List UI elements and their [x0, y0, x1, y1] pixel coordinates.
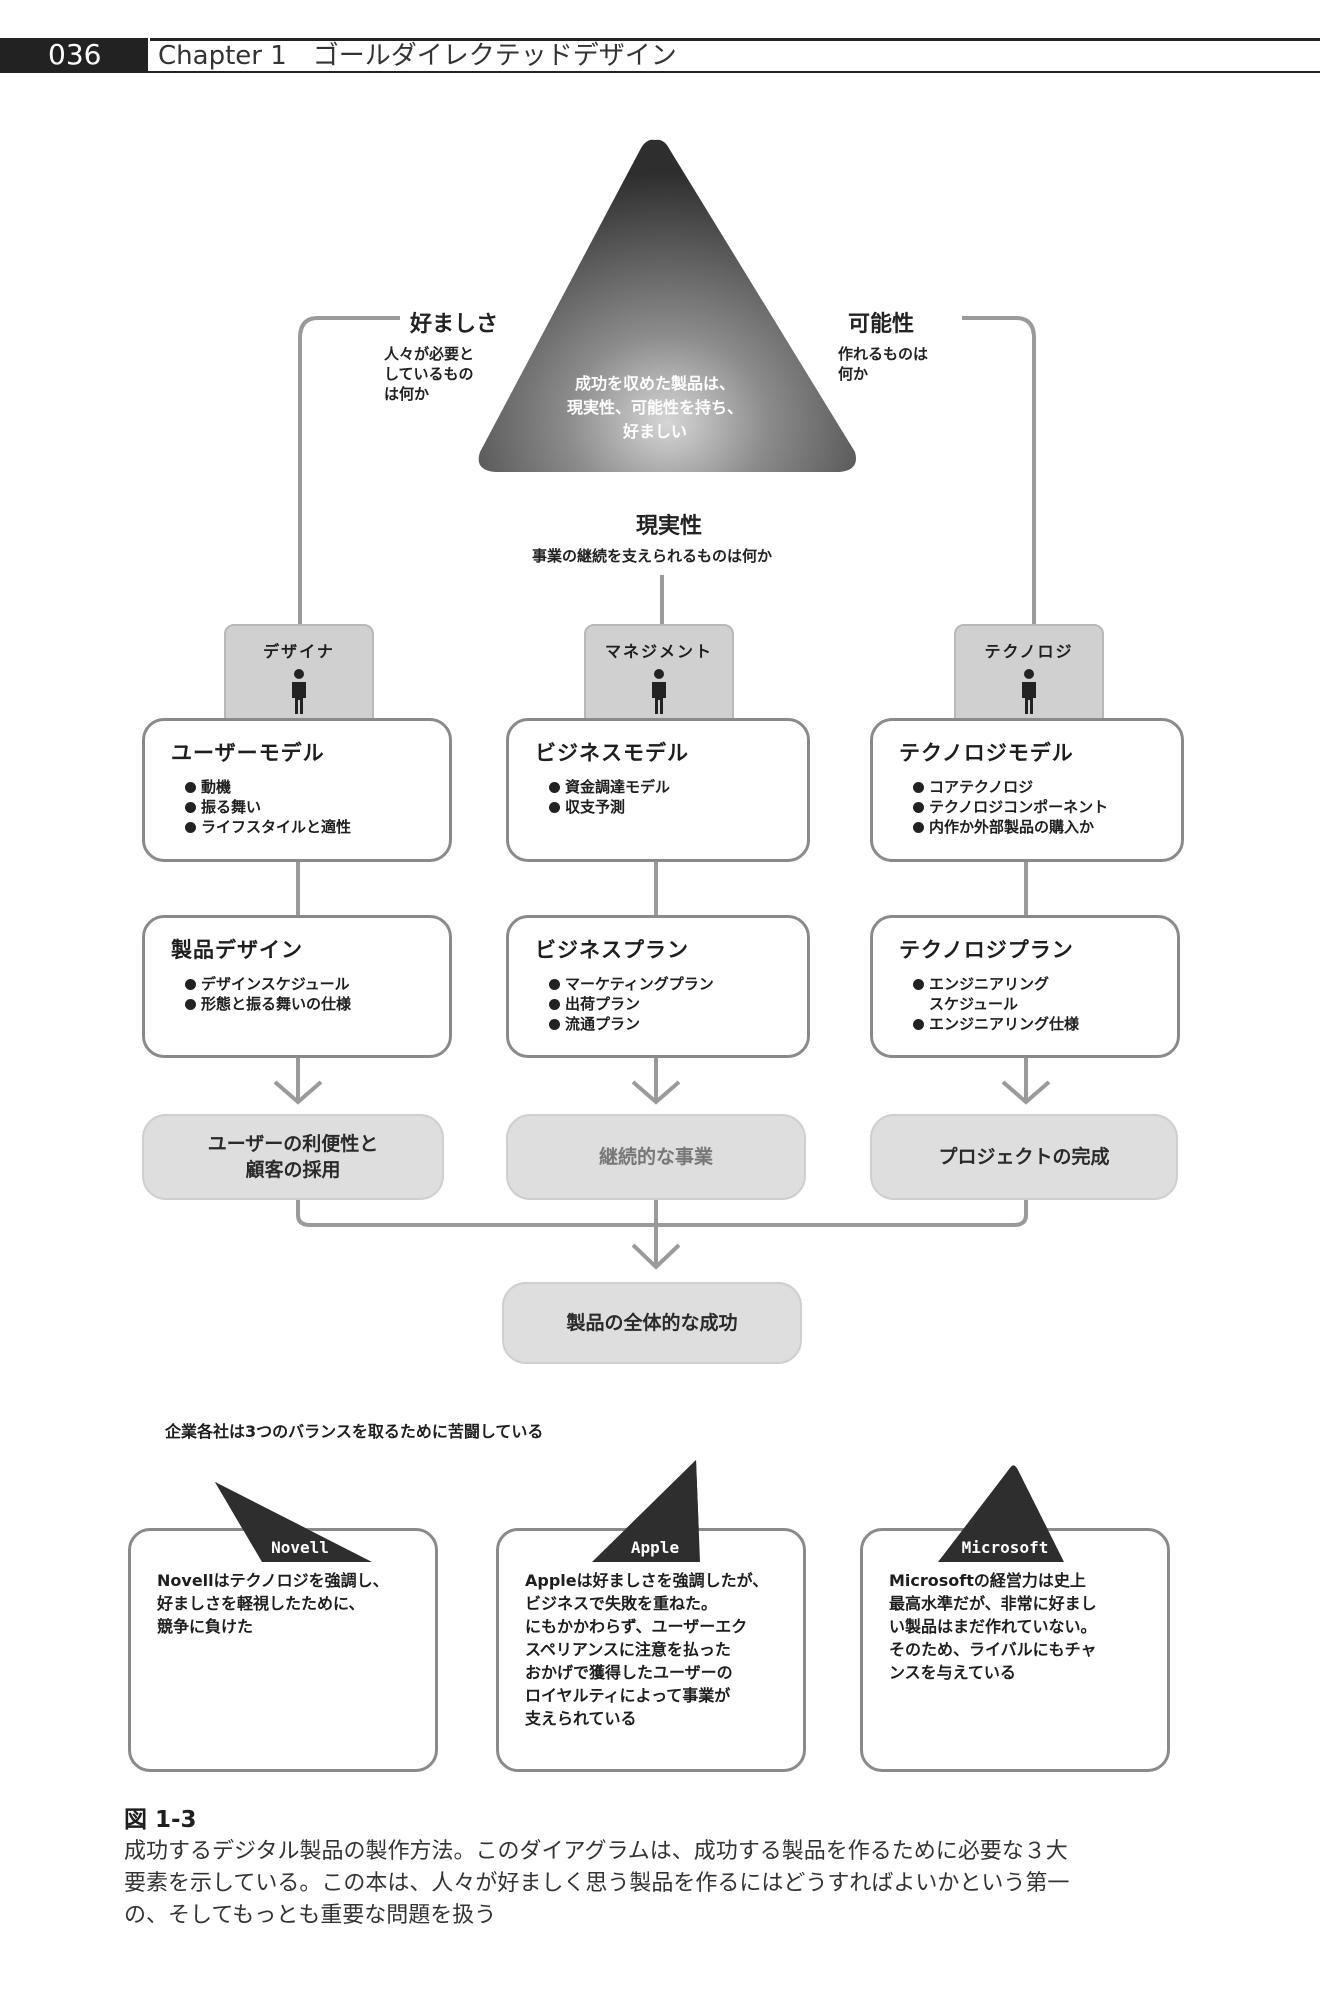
final-outcome: 製品の全体的な成功: [502, 1282, 802, 1364]
connector-left: [298, 316, 400, 625]
viability-label: 現実性: [636, 514, 703, 539]
role-tab-management: マネジメント: [584, 624, 734, 734]
outcome-sustainable-business: 継続的な事業: [506, 1114, 806, 1200]
person-icon: [1022, 669, 1036, 714]
connector-right: [962, 316, 1036, 625]
plan-card-technology: テクノロジプラン エンジニアリング スケジュール エンジニアリング仕様: [870, 915, 1180, 1058]
card-title: ビジネスモデル: [535, 741, 689, 765]
card-title: テクノロジモデル: [899, 741, 1074, 765]
list-item: 動機: [185, 777, 423, 797]
card-title: ユーザーモデル: [171, 741, 325, 765]
list-item: デザインスケジュール: [185, 974, 423, 994]
model-card-user: ユーザーモデル 動機 振る舞い ライフスタイルと適性: [142, 718, 452, 862]
plan-card-business: ビジネスプラン マーケティングプラン 出荷プラン 流通プラン: [506, 915, 810, 1058]
role-name: テクノロジ: [984, 642, 1074, 661]
header-bottom-rule: [0, 71, 1320, 73]
page-number: 036: [0, 38, 148, 72]
role-name: デザイナ: [263, 642, 335, 661]
company-name-microsoft: Microsoft: [961, 1538, 1049, 1557]
outcome-user-adoption: ユーザーの利便性と 顧客の採用: [142, 1114, 444, 1200]
card-title: 製品デザイン: [171, 938, 303, 962]
list-item: 流通プラン: [549, 1014, 781, 1034]
outcome-project-delivery: プロジェクトの完成: [870, 1114, 1178, 1200]
microsoft-tab-shape: [938, 1465, 1064, 1562]
plan-card-design: 製品デザイン デザインスケジュール 形態と振る舞いの仕様: [142, 915, 452, 1058]
arrows-plan-outcome: [273, 1058, 1051, 1105]
figure-number: 図 1-3: [124, 1807, 197, 1833]
list-item: 収支予測: [549, 797, 781, 817]
company-name-apple: Apple: [630, 1538, 680, 1557]
success-triangle: [478, 139, 856, 472]
capability-label: 可能性: [848, 312, 915, 337]
list-item: マーケティングプラン: [549, 974, 781, 994]
role-tab-designer: デザイナ: [224, 624, 374, 734]
triangle-center-text: 成功を収めた製品は、 現実性、可能性を持ち、 好ましい: [566, 374, 743, 441]
figure-caption: 成功するデジタル製品の製作方法。このダイアグラムは、成功する製品を作るために必要…: [124, 1839, 1070, 1928]
desirability-sub: 人々が必要と しているもの は何か: [384, 345, 475, 403]
list-item: 形態と振る舞いの仕様: [185, 994, 423, 1014]
company-name-novell: Novell: [271, 1538, 329, 1557]
capability-sub: 作れるものは 何か: [838, 345, 929, 383]
company-card-microsoft: Microsoftの経営力は史上 最高水準だが、非常に好まし い製品はまだ作れて…: [860, 1528, 1170, 1772]
list-item: テクノロジコンポーネント: [913, 797, 1155, 817]
balance-note: 企業各社は3つのバランスを取るために苦闘している: [165, 1422, 544, 1441]
novell-tab-shape: [215, 1482, 372, 1562]
chapter-title: Chapter 1 ゴールダイレクテッドデザイン: [158, 41, 677, 71]
list-item: 振る舞い: [185, 797, 423, 817]
arrow-merge-final: [296, 1200, 1028, 1270]
person-icon: [292, 669, 306, 714]
person-icon: [652, 669, 666, 714]
header-rule: [150, 38, 1320, 41]
list-item: ライフスタイルと適性: [185, 817, 423, 837]
model-card-business: ビジネスモデル 資金調達モデル 収支予測: [506, 718, 810, 862]
list-item: 資金調達モデル: [549, 777, 781, 797]
role-tab-technology: テクノロジ: [954, 624, 1104, 734]
apple-tab-shape: [592, 1460, 700, 1562]
company-card-apple: Appleは好ましさを強調したが、 ビジネスで失敗を重ねた。 にもかかわらず、ユ…: [496, 1528, 806, 1772]
viability-sub: 事業の継続を支えられるものは何か: [532, 547, 773, 565]
list-item: 内作か外部製品の購入か: [913, 817, 1155, 837]
list-item: コアテクノロジ: [913, 777, 1155, 797]
list-item: エンジニアリング スケジュール: [913, 974, 1151, 1014]
list-item: エンジニアリング仕様: [913, 1014, 1151, 1034]
model-card-technology: テクノロジモデル コアテクノロジ テクノロジコンポーネント 内作か外部製品の購入…: [870, 718, 1184, 862]
role-name: マネジメント: [604, 642, 713, 661]
list-item: 出荷プラン: [549, 994, 781, 1014]
desirability-label: 好ましさ: [410, 312, 499, 337]
company-card-novell: Novellはテクノロジを強調し、 好ましさを軽視したために、 競争に負けた: [128, 1528, 438, 1772]
card-title: テクノロジプラン: [899, 938, 1074, 962]
card-title: ビジネスプラン: [535, 938, 689, 962]
company-tabs: [215, 1460, 1064, 1562]
